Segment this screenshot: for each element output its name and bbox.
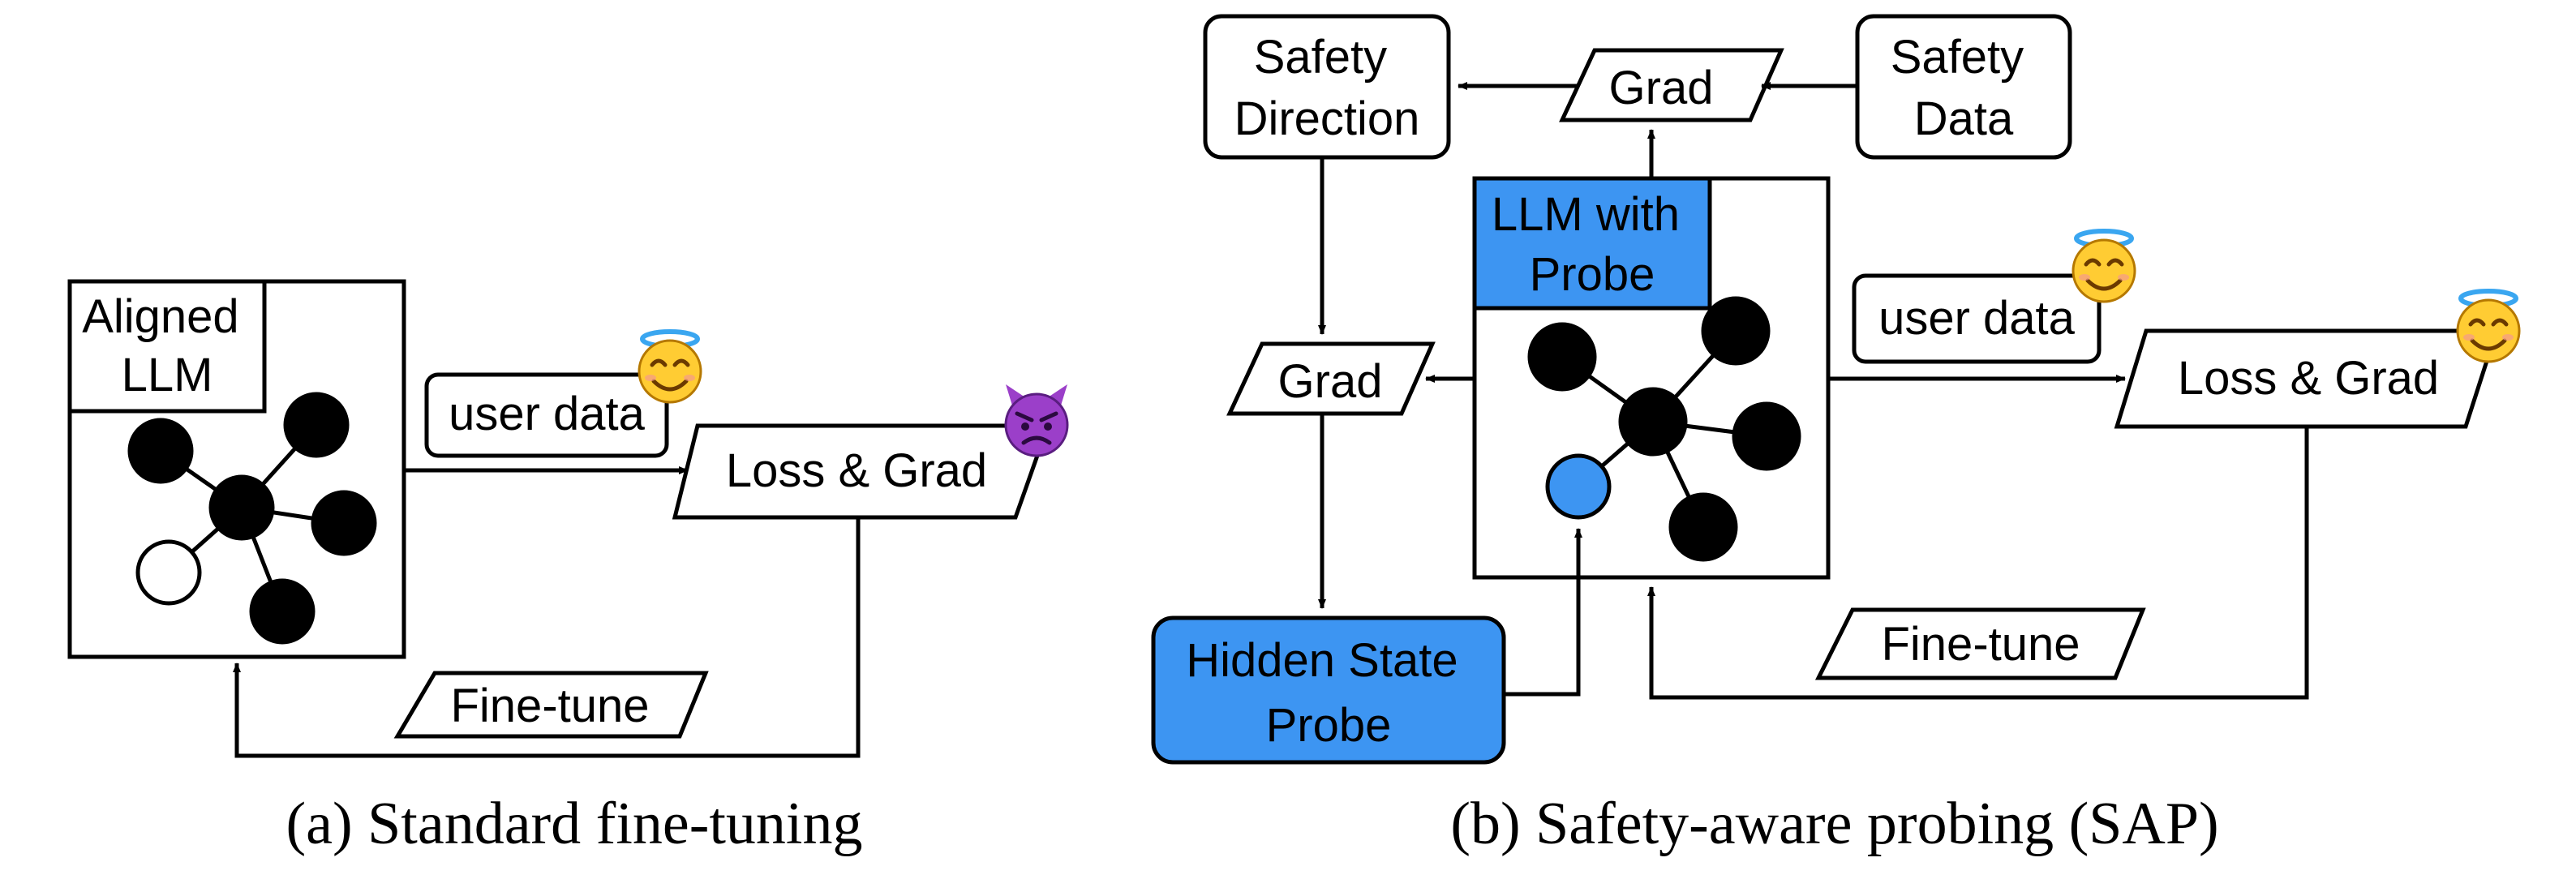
user-data-box-a <box>424 372 669 458</box>
svg-text:LLM with Probe: LLM with Probe <box>1492 188 1693 301</box>
user-data-label-b: user data <box>1878 292 2076 345</box>
grad-left-box <box>1226 341 1436 416</box>
fine-tune-label-a: Fine-tune <box>450 680 649 732</box>
aligned-llm-label-line1: Aligned <box>82 290 238 343</box>
arrow-finetune-loop-b <box>1647 427 2309 700</box>
safety-direction-box <box>1203 14 1451 160</box>
user-data-label-a: user data <box>449 388 646 440</box>
hidden-state-probe-line1: Hidden State <box>1186 634 1458 687</box>
safety-data-line1: Safety <box>1891 31 2024 84</box>
network-icon-a <box>127 392 377 645</box>
arrow-probe-to-node <box>1504 528 1582 697</box>
hidden-state-probe-line2: Probe <box>1266 699 1392 752</box>
safety-direction-line1: Safety <box>1254 31 1387 84</box>
panel-b: Safety Direction Grad Safety Data LLM wi… <box>1151 14 2519 857</box>
grad-top-label: Grad <box>1609 62 1714 114</box>
loss-grad-label-b: Loss & Grad <box>2178 352 2439 405</box>
svg-text:Safety Data: Safety Data <box>1891 31 2037 145</box>
grad-left-label: Grad <box>1278 355 1383 408</box>
llm-with-probe-line1: LLM with <box>1492 188 1680 241</box>
fine-tune-label-b: Fine-tune <box>1881 618 2080 671</box>
smiling-face-with-halo-icon <box>2073 231 2135 302</box>
fine-tune-box-a <box>393 671 709 739</box>
fine-tune-box-b <box>1814 607 2146 680</box>
svg-text:Aligned LLM: Aligned LLM <box>82 290 252 401</box>
llm-with-probe-label-box <box>1472 176 1712 311</box>
aligned-llm-label-box <box>67 279 267 414</box>
svg-text:Hidden State Probe: Hidden State Probe <box>1186 634 1470 752</box>
user-data-box-b <box>1852 273 2102 364</box>
panel-a: Aligned LLM user data Loss & Grad Fine-t… <box>67 279 1067 857</box>
arrow-finetune-loop-a <box>233 517 861 758</box>
caption-b: (b) Safety-aware probing (SAP) <box>1450 791 2218 857</box>
smiling-face-with-halo-icon <box>639 332 701 402</box>
svg-text:Safety Direction: Safety Direction <box>1234 31 1420 145</box>
smiling-devil-icon <box>1006 384 1067 456</box>
network-icon-b <box>1527 296 1801 562</box>
loss-grad-label-a: Loss & Grad <box>726 444 987 497</box>
loss-grad-box-a <box>672 423 1051 520</box>
loss-grad-box-b <box>2114 328 2500 429</box>
llm-with-probe-line2: Probe <box>1530 248 1655 301</box>
safety-data-line2: Data <box>1914 92 2014 145</box>
aligned-llm-label-line2: LLM <box>122 349 213 401</box>
grad-top-box <box>1559 48 1784 122</box>
caption-a: (a) Standard fine-tuning <box>286 791 863 857</box>
smiling-face-with-halo-icon <box>2458 291 2519 362</box>
safety-direction-line2: Direction <box>1234 92 1420 145</box>
hidden-state-probe-box <box>1151 615 1506 765</box>
